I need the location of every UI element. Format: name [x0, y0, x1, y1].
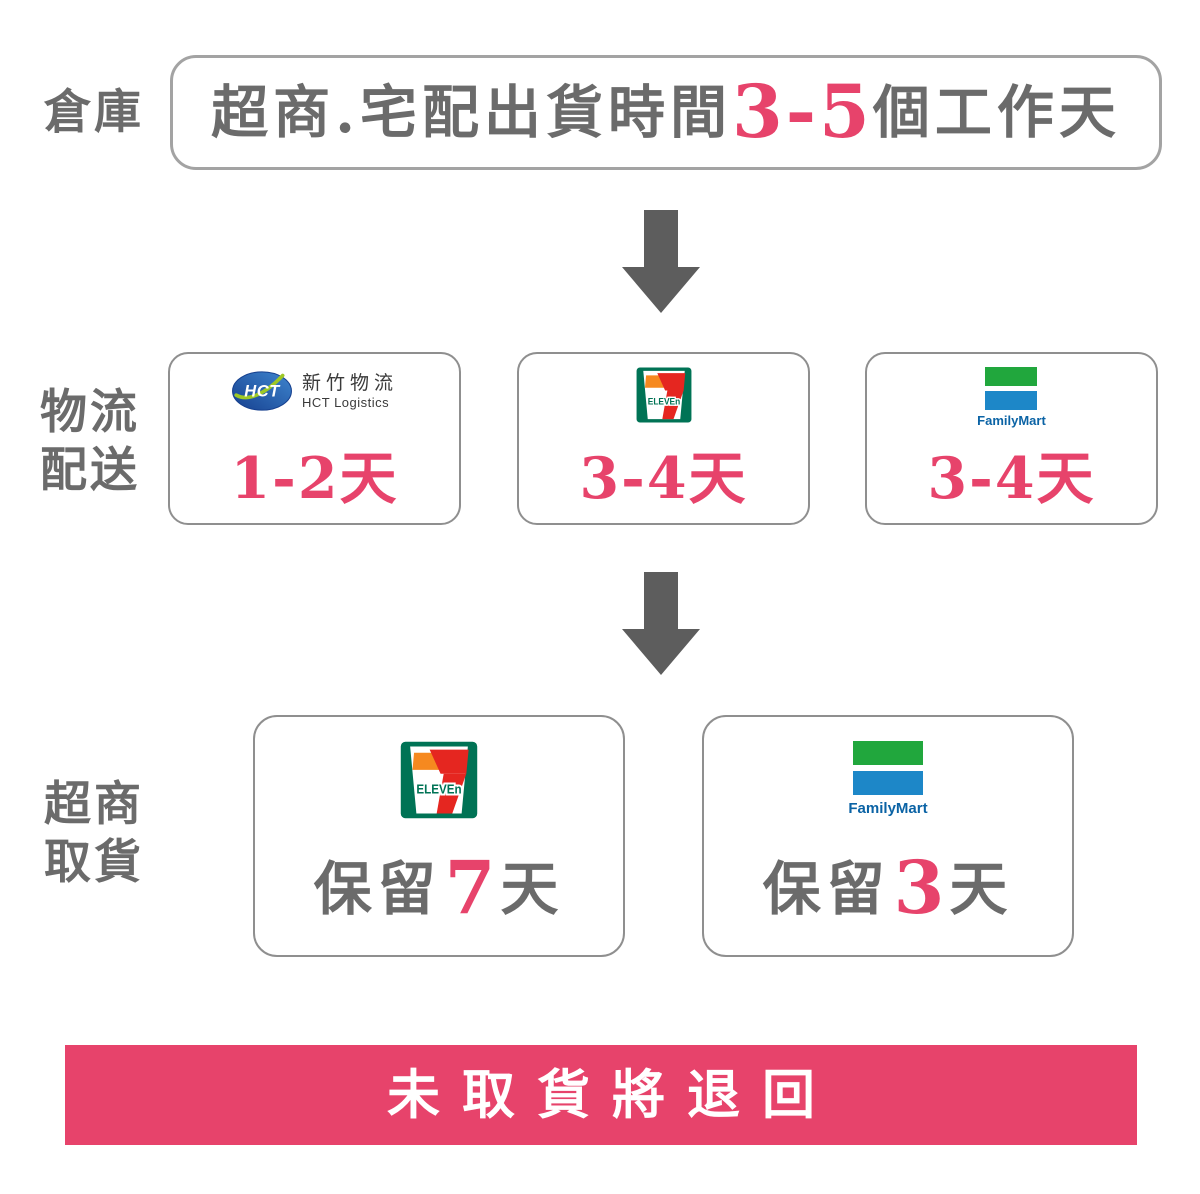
familymart-delivery-duration: 3-4天 — [927, 445, 1096, 512]
hct-logo-icon: HCT — [232, 371, 292, 411]
warehouse-side-label: 倉庫 — [44, 85, 144, 140]
familymart-logo-icon: FamilyMart — [977, 367, 1046, 428]
logistics-side-label: 物流 配送 — [40, 384, 140, 500]
hold-accent: 7 — [444, 845, 498, 931]
warehouse-message-suffix: 個工作天 — [872, 79, 1121, 146]
logistics-side-label-line1: 物流 — [40, 385, 140, 440]
logistics-side-label-line2: 配送 — [40, 443, 140, 498]
down-arrow-icon — [622, 210, 700, 313]
hct-logo-chinese-name: 新竹物流 — [301, 372, 398, 394]
hct-logo-mark-text: HCT — [244, 382, 281, 401]
down-arrow-icon — [622, 572, 700, 675]
familymart-green-bar — [852, 741, 923, 765]
hct-delivery-card: HCT 新竹物流 HCT Logistics 1-2天 — [168, 352, 461, 525]
familymart-green-bar — [985, 367, 1038, 386]
warehouse-message-accent: 3-5 — [731, 69, 873, 155]
pickup-side-label-line2: 取貨 — [44, 835, 144, 890]
hold-prefix: 保留 — [762, 854, 891, 923]
hct-delivery-duration: 1-2天 — [230, 445, 399, 512]
familymart-blue-bar — [852, 771, 923, 795]
seven-eleven-logo-word: ELEVEn — [416, 782, 461, 796]
familymart-delivery-card: FamilyMart 3-4天 — [865, 352, 1158, 525]
hold-suffix: 天 — [949, 854, 1014, 923]
warehouse-message-prefix: 超商.宅配出貨時間 — [211, 79, 732, 146]
hold-suffix: 天 — [500, 854, 565, 923]
familymart-logo-word: FamilyMart — [848, 800, 928, 817]
familymart-blue-bar — [985, 391, 1038, 410]
pickup-side-label: 超商 取貨 — [44, 776, 144, 892]
hct-logistics-logo: HCT 新竹物流 HCT Logistics — [231, 367, 398, 415]
seven-eleven-logo-icon: ELEVEn — [400, 741, 478, 819]
hct-logo-texts: 新竹物流 HCT Logistics — [302, 373, 398, 410]
not-picked-up-return-banner: 未取貨將退回 — [65, 1045, 1137, 1145]
seven-eleven-delivery-duration: 3-4天 — [579, 445, 748, 512]
seven-eleven-delivery-card: ELEVEn 3-4天 — [517, 352, 810, 525]
hold-accent: 3 — [893, 845, 947, 931]
familymart-logo-icon: FamilyMart — [848, 741, 928, 818]
familymart-logo-word: FamilyMart — [977, 413, 1046, 428]
seven-eleven-logo-icon: ELEVEn — [636, 367, 691, 423]
pickup-side-label-line1: 超商 — [44, 777, 144, 832]
hct-logo-english-name: HCT Logistics — [301, 394, 390, 410]
banner-text: 未取貨將退回 — [387, 1063, 837, 1126]
hold-prefix: 保留 — [313, 854, 442, 923]
seven-eleven-logo-word: ELEVEn — [647, 397, 679, 407]
